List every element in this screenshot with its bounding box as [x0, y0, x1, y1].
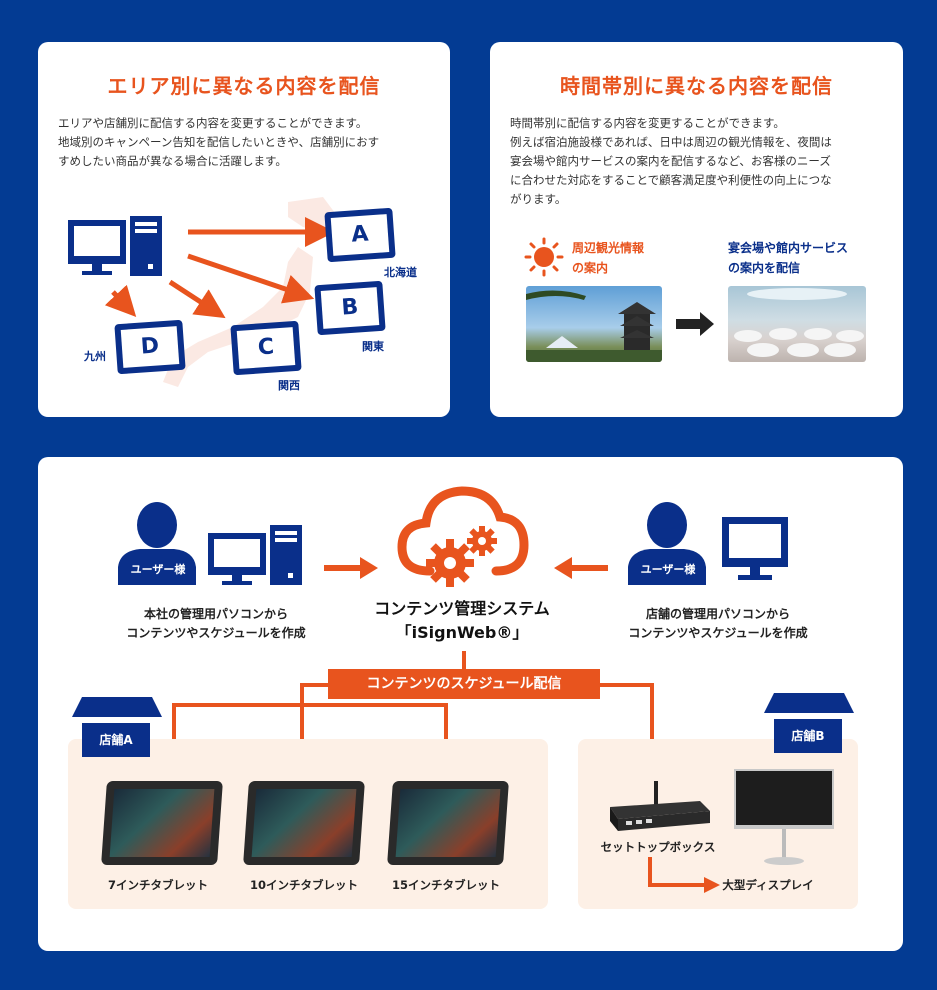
- sun-icon: [524, 237, 564, 277]
- time-description: 時間帯別に配信する内容を変更することができます。 例えば宿泊施設様であれば、日中…: [510, 116, 832, 206]
- castle-photo: [526, 286, 662, 362]
- day-label: 周辺観光情報 の案内: [572, 241, 645, 275]
- castle-image: [526, 290, 662, 362]
- stb-label: セットトップボックス: [600, 840, 716, 854]
- distribution-arrows: [104, 217, 335, 319]
- banquet-photo: [728, 286, 866, 362]
- region-kyushu: 九州: [84, 350, 106, 363]
- admin-pc-left-icon: [208, 525, 302, 585]
- shop-a-roof: [72, 697, 162, 717]
- tablet-15-label: 15インチタブレット: [391, 878, 500, 892]
- system-product: 「iSignWeb®」: [395, 623, 529, 642]
- display-label: 大型ディスプレイ: [722, 878, 814, 892]
- area-title: エリア別に異なる内容を配信: [107, 74, 381, 98]
- screen-c: C: [230, 320, 302, 376]
- pc-icon: [68, 216, 162, 276]
- cloud-gear-icon: [397, 486, 529, 587]
- screen-a: A: [324, 207, 396, 263]
- region-hokkaido: 北海道: [384, 266, 417, 279]
- moon-icon: [696, 240, 712, 272]
- user-badge-left: ユーザー様: [130, 563, 186, 576]
- admin-pc-right-icon: [722, 517, 788, 580]
- region-kanto: 関東: [362, 340, 384, 353]
- time-title: 時間帯別に異なる内容を配信: [560, 74, 833, 98]
- user-icon-right: [628, 502, 706, 585]
- input-arrows: [324, 557, 608, 579]
- user-badge-right: ユーザー様: [640, 563, 696, 576]
- user-icon-left: [118, 502, 196, 585]
- large-display-icon: [734, 769, 834, 865]
- time-card: 時間帯別に異なる内容を配信 時間帯別に配信する内容を変更することができます。 例…: [490, 42, 903, 417]
- tablet-10-label: 10インチタブレット: [249, 878, 358, 892]
- shop-b-roof: [764, 693, 854, 713]
- right-arrow: [676, 312, 714, 336]
- shop-b-badge: 店舗B: [774, 719, 842, 753]
- stb-to-display-arrow: [648, 857, 720, 893]
- area-description: エリアや店舗別に配信する内容を変更することができます。 地域別のキャンペーン告知…: [58, 116, 380, 168]
- region-kansai: 関西: [278, 379, 300, 392]
- screen-d: D: [114, 319, 186, 375]
- system-card: ユーザー様 本社の管理用パソコンから コンテンツやスケジュールを作成: [38, 457, 903, 951]
- right-caption: 店舗の管理用パソコンから コンテンツやスケジュールを作成: [628, 607, 808, 640]
- set-top-box-icon: [610, 781, 710, 831]
- tablet-7-label: 7インチタブレット: [107, 878, 208, 892]
- schedule-banner: コンテンツのスケジュール配信: [328, 669, 600, 699]
- left-caption: 本社の管理用パソコンから コンテンツやスケジュールを作成: [126, 607, 306, 640]
- night-label: 宴会場や館内サービス の案内を配信: [728, 241, 849, 275]
- area-card: エリア別に異なる内容を配信 エリアや店舗別に配信する内容を変更することができます…: [38, 42, 450, 417]
- banquet-image: [734, 288, 864, 357]
- shop-a-badge: 店舗A: [82, 723, 150, 757]
- system-title: コンテンツ管理システム: [374, 599, 550, 618]
- screen-b: B: [314, 280, 386, 336]
